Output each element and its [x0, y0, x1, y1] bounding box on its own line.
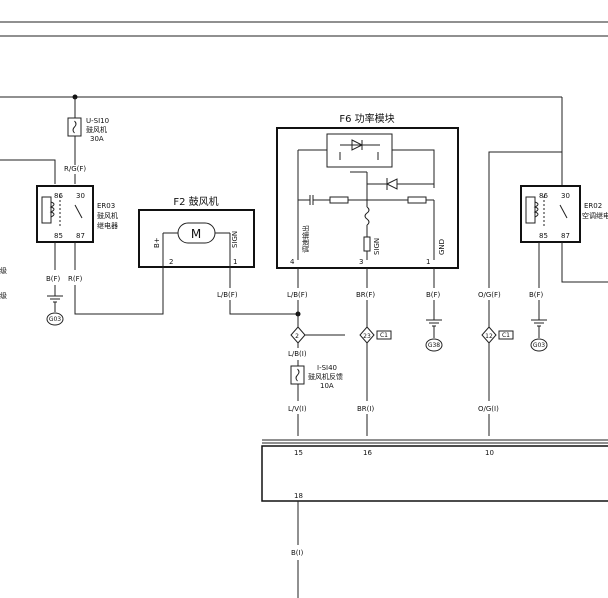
fuse-isi40-rating: 10A: [320, 382, 334, 390]
fuse-usi10-id: U-SI10: [86, 117, 109, 125]
fuse-isi40-label: 鼓风机反馈: [308, 372, 343, 381]
connector-23: 23 C1: [359, 326, 392, 344]
wire-label-lb-i: L/B(I): [288, 350, 307, 358]
f2-sign-wire: [229, 300, 298, 315]
wire-label-rg: R/G(F): [64, 165, 86, 173]
wire-label-b-i: B(I): [291, 549, 304, 557]
wire-label-er03-r: R(F): [68, 275, 83, 283]
connector-23-label: 23: [363, 333, 371, 340]
ground-g38: G38: [425, 319, 443, 352]
connector-12-label: 12: [485, 333, 493, 340]
f6-gnd-label: GND: [438, 239, 446, 255]
wire-label-f6-br: BR(F): [356, 291, 375, 299]
fuse-usi10: U-SI10 鼓风机 30A: [67, 117, 109, 165]
wire-label-lv-i: L/V(I): [288, 405, 307, 413]
f6-title: F6 功率模块: [339, 112, 394, 125]
og-wire-up: [488, 151, 562, 288]
bottom-pin-18: 18: [294, 492, 303, 500]
f2-pin-sign-label: SIGN: [231, 231, 239, 248]
wire-label-og-i: O/G(I): [478, 405, 499, 413]
connector-12: 12 C1: [481, 326, 514, 344]
f2-pin-1: 1: [233, 258, 237, 266]
left-feed-wire: [0, 159, 56, 184]
edge-text-1: 级: [0, 266, 7, 275]
wire-label-og-f: O/G(F): [478, 291, 501, 299]
fuse-usi10-rating: 30A: [90, 135, 104, 143]
f6-pin-4: 4: [290, 258, 295, 266]
connector-c1-a-label: C1: [380, 332, 388, 339]
er03-pin-87: 87: [76, 232, 85, 240]
relay-er03: 86 30 85 87 ER03 鼓风机 继电器: [36, 185, 118, 243]
bottom-pin-15: 15: [294, 449, 303, 457]
f6-speed-out-label: 调速输出: [301, 225, 310, 253]
connector-c1-b-label: C1: [502, 332, 510, 339]
fuse-isi40: I-SI40 鼓风机反馈 10A: [290, 364, 343, 390]
er02-pin-30: 30: [561, 192, 570, 200]
wire-label-f2-lb: L/B(F): [217, 291, 238, 299]
f2-title: F2 鼓风机: [173, 195, 218, 208]
er03-label-2: 继电器: [97, 221, 118, 230]
bottom-pin-10: 10: [485, 449, 494, 457]
wire-label-br-i: BR(I): [357, 405, 374, 413]
f2-pin-2: 2: [169, 258, 173, 266]
wire-label-f6-lb: L/B(F): [287, 291, 308, 299]
ground-g03-left: G03: [46, 312, 64, 326]
blower-f2: F2 鼓风机 M B+ SIGN 2 1: [138, 195, 255, 268]
ground-g03-right: G03: [530, 300, 548, 352]
relay-er02: 86 30 85 87 ER02 空调继电: [520, 185, 608, 243]
f6-pin-1: 1: [426, 258, 430, 266]
er02-pin-87: 87: [561, 232, 570, 240]
er03-label-1: 鼓风机: [97, 211, 118, 220]
f2-pin-bplus-label: B+: [153, 237, 161, 248]
er03-pin-86: 86: [54, 192, 63, 200]
wire-label-er02-b: B(F): [529, 291, 544, 299]
connector-2-label: 2: [295, 333, 299, 340]
wire-label-er03-b: B(F): [46, 275, 61, 283]
er02-out-wire: [561, 242, 608, 283]
ground-g03-right-label: G03: [533, 342, 545, 349]
power-module-f6: F6 功率模块 调速输出 SIGN GND 4 3 1: [276, 112, 459, 269]
power-bus: [0, 94, 563, 185]
er03-pin-30: 30: [76, 192, 85, 200]
motor-symbol: M: [191, 227, 201, 241]
er02-label-1: 空调继电: [582, 211, 608, 220]
edge-text-2: 级: [0, 291, 7, 300]
bottom-module: 15 16 10 18: [261, 439, 608, 502]
ground-g38-label: G38: [428, 342, 440, 349]
connector-2: 2: [290, 326, 345, 344]
wire-label-f6-b: B(F): [426, 291, 441, 299]
er02-id: ER02: [584, 202, 602, 210]
bottom-pin-16: 16: [363, 449, 372, 457]
er03-pin-85: 85: [54, 232, 63, 240]
er02-pin-85: 85: [539, 232, 548, 240]
er03-wires: [47, 242, 164, 315]
er03-id: ER03: [97, 202, 115, 210]
fuse-isi40-id: I-SI40: [317, 364, 337, 372]
f6-sign-label: SIGN: [373, 238, 381, 255]
fuse-usi10-label: 鼓风机: [86, 125, 107, 134]
ground-g03-left-label: G03: [49, 316, 61, 323]
er02-pin-86: 86: [539, 192, 548, 200]
f6-pin-3: 3: [359, 258, 363, 266]
